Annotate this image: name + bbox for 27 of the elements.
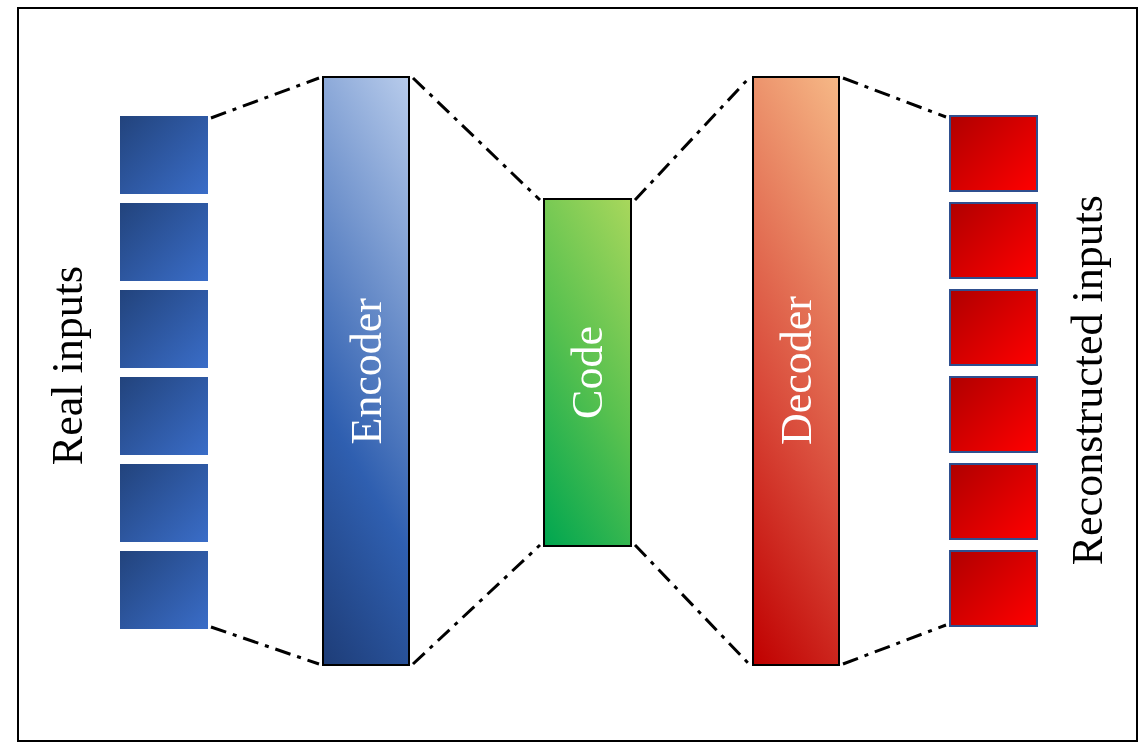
output-cell — [949, 202, 1038, 279]
output-cell — [949, 289, 1038, 366]
input-cell — [120, 290, 208, 368]
block-label: Decoder — [770, 296, 822, 446]
decoder-block — [752, 76, 840, 666]
connector-line — [411, 543, 542, 666]
input-cell — [120, 203, 208, 281]
output-cell — [949, 550, 1038, 627]
block-label: Code — [562, 326, 613, 419]
connector-line — [411, 76, 542, 202]
encoder-block — [322, 76, 410, 666]
block-label: Encoder — [340, 297, 392, 445]
side-label: Reconstructed inputs — [1062, 195, 1113, 566]
connector-line — [842, 76, 947, 119]
connector-line — [210, 76, 320, 120]
input-cell — [120, 464, 208, 542]
side-label: Real inputs — [42, 265, 93, 465]
input-cell — [120, 551, 208, 629]
output-cell — [949, 115, 1038, 192]
input-cell — [120, 377, 208, 455]
input-cell — [120, 116, 208, 194]
output-cell — [949, 463, 1038, 540]
code-block — [543, 198, 632, 547]
connector-line — [210, 625, 320, 666]
connector-line — [842, 623, 947, 666]
output-cell — [949, 376, 1038, 453]
connector-line — [633, 543, 751, 666]
